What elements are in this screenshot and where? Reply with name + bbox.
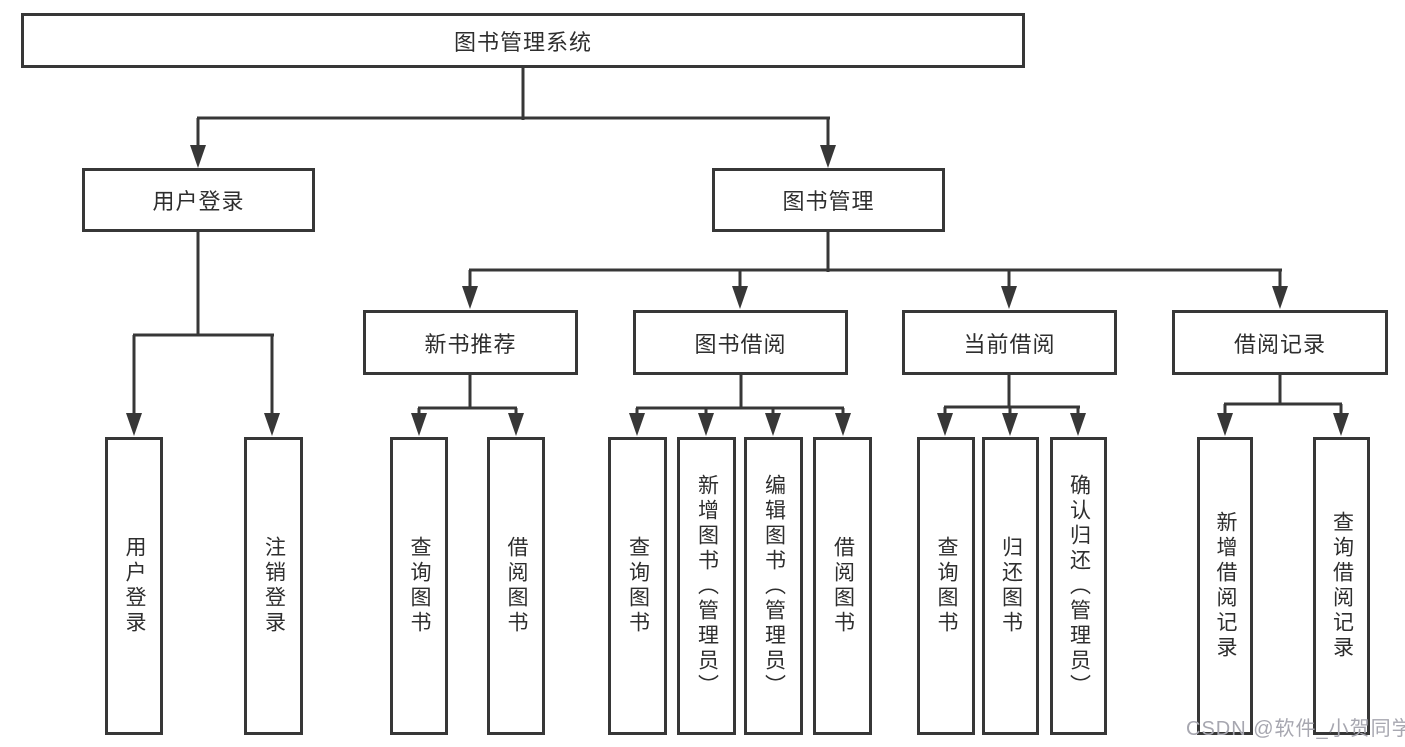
node-label: 新书推荐 (424, 331, 517, 357)
leaf-query-books-current: 查询图书 (917, 437, 975, 735)
leaf-borrow-books-recommend: 借阅图书 (487, 437, 545, 735)
arrowhead-down (835, 413, 851, 436)
arrowhead-down (1002, 413, 1018, 436)
node-label: 用户登录 (152, 189, 245, 214)
node-library-system: 图书管理系统 (21, 13, 1025, 68)
arrowhead-down (1070, 413, 1086, 436)
leaf-label: 注销登录 (262, 536, 286, 636)
arrowhead-down (411, 413, 427, 436)
arrowhead-down (462, 286, 478, 309)
leaf-label: 用户登录 (123, 536, 147, 636)
arrowhead-down (937, 413, 953, 436)
leaf-query-books-recommend: 查询图书 (390, 437, 448, 735)
leaf-user-login: 用户登录 (105, 437, 163, 735)
arrowhead-down (698, 413, 714, 436)
node-label: 借阅记录 (1233, 331, 1326, 357)
leaf-borrow-books-borrowing: 借阅图书 (813, 437, 872, 735)
leaf-label: 查询图书 (626, 536, 650, 636)
arrowhead-down (1272, 286, 1288, 309)
node-book-borrowing: 图书借阅 (633, 310, 848, 375)
leaf-label: 确认归还（管理员） (1067, 473, 1091, 699)
leaf-label: 查询图书 (408, 536, 432, 636)
watermark: CSDN @软件_小贺同学 (1186, 718, 1405, 740)
leaf-add-borrow-record: 新增借阅记录 (1197, 437, 1253, 735)
arrowhead-down (765, 413, 781, 436)
leaf-label: 查询图书 (935, 536, 959, 636)
leaf-confirm-return-admin: 确认归还（管理员） (1050, 437, 1107, 735)
leaf-query-borrow-record: 查询借阅记录 (1313, 437, 1370, 735)
node-label: 图书管理系统 (453, 29, 592, 55)
arrowhead-down (732, 286, 748, 309)
arrowhead-down (190, 145, 206, 168)
leaf-label: 编辑图书（管理员） (762, 473, 786, 699)
leaf-edit-book-admin: 编辑图书（管理员） (744, 437, 803, 735)
arrowhead-down (1001, 286, 1017, 309)
arrowhead-down (1217, 413, 1233, 436)
leaf-add-book-admin: 新增图书（管理员） (677, 437, 736, 735)
leaf-label: 查询借阅记录 (1330, 511, 1354, 661)
leaf-label: 新增图书（管理员） (695, 473, 719, 699)
leaf-logout-login: 注销登录 (244, 437, 303, 735)
node-label: 图书借阅 (694, 331, 787, 357)
leaf-label: 新增借阅记录 (1214, 511, 1238, 661)
node-book-management: 图书管理 (712, 168, 945, 232)
arrowhead-down (264, 413, 280, 436)
node-borrow-records: 借阅记录 (1172, 310, 1388, 375)
arrowhead-down (1333, 413, 1349, 436)
node-user-login: 用户登录 (82, 168, 315, 232)
node-current-borrowing: 当前借阅 (902, 310, 1117, 375)
arrowhead-down (126, 413, 142, 436)
leaf-query-books-borrowing: 查询图书 (608, 437, 667, 735)
arrowhead-down (508, 413, 524, 436)
node-label: 图书管理 (782, 189, 875, 214)
node-label: 当前借阅 (963, 331, 1056, 357)
arrowhead-down (820, 145, 836, 168)
arrowhead-down (629, 413, 645, 436)
leaf-label: 归还图书 (999, 536, 1023, 636)
leaf-label: 借阅图书 (505, 536, 529, 636)
leaf-return-books: 归还图书 (982, 437, 1039, 735)
node-new-book-recommend: 新书推荐 (363, 310, 578, 375)
leaf-label: 借阅图书 (831, 536, 855, 636)
